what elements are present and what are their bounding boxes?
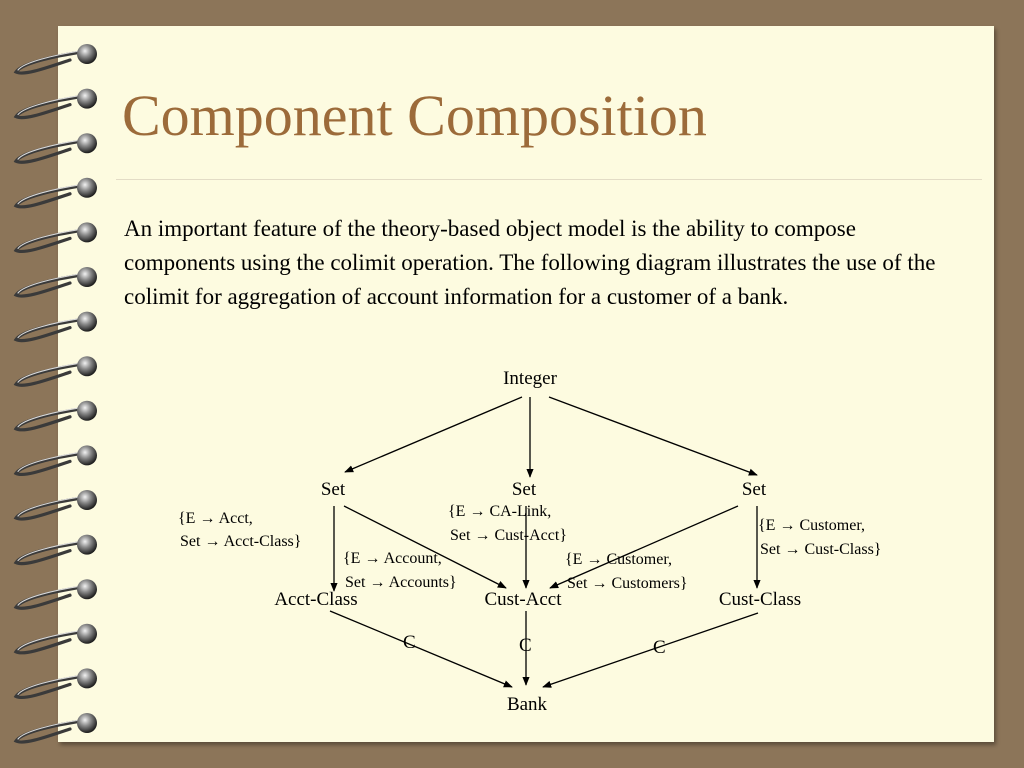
spiral-ring [13,133,97,164]
slide-title: Component Composition [122,83,707,148]
mapping-right-line2: Set → Cust-Class} [760,541,881,558]
spiral-ring [13,445,97,476]
node-cust-class: Cust-Class [719,589,801,610]
node-cust-acct: Cust-Acct [484,589,562,610]
node-set-mid: Set [512,479,537,500]
spiral-ring [13,267,97,298]
spiral-binding [13,44,97,744]
node-acct-class: Acct-Class [274,589,357,610]
mapping-cross-right-line2: Set → Customers} [567,575,688,592]
colimit-label-left: C [403,632,416,653]
colimit-label-mid: C [519,635,532,656]
title-divider [116,179,982,180]
mapping-left-line1: {E → Acct, [178,510,253,527]
spiral-ring [13,579,97,610]
spiral-ring [13,400,97,432]
mapping-left-line2: Set → Acct-Class} [180,533,301,550]
spiral-ring [13,534,97,566]
spiral-ring [13,713,97,744]
arrow-cust-class-to-bank [542,612,759,688]
node-set-left: Set [321,479,346,500]
spiral-ring [13,88,97,120]
spiral-ring [13,222,97,253]
mapping-cross-left-line2: Set → Accounts} [345,574,457,591]
arrow-set-left-to-cust-acct [343,505,507,589]
mapping-mid-line2: Set → Cust-Acct} [450,527,567,544]
colimit-label-right: C [653,637,666,658]
slide-body-text: An important feature of the theory-based… [124,216,936,309]
node-integer: Integer [503,368,557,389]
mapping-right-line1: {E → Customer, [758,517,865,534]
arrow-integer-to-set-right [548,396,758,476]
arrow-acct-class-to-bank [329,610,513,688]
spiral-ring [13,668,97,699]
spiral-ring [13,623,97,655]
mapping-cross-right-line1: {E → Customer, [565,551,672,568]
mapping-cross-left-line1: {E → Account, [343,550,442,567]
spiral-ring [13,44,97,75]
arrow-integer-to-set-left [344,396,523,473]
spiral-ring [13,177,97,209]
arrow-set-right-to-cust-acct [549,505,739,589]
spiral-ring [13,490,97,521]
spiral-ring [13,356,97,387]
mapping-mid-line1: {E → CA-Link, [448,503,551,520]
spiral-ring [13,311,97,343]
node-bank: Bank [507,694,548,715]
node-set-right: Set [742,479,767,500]
